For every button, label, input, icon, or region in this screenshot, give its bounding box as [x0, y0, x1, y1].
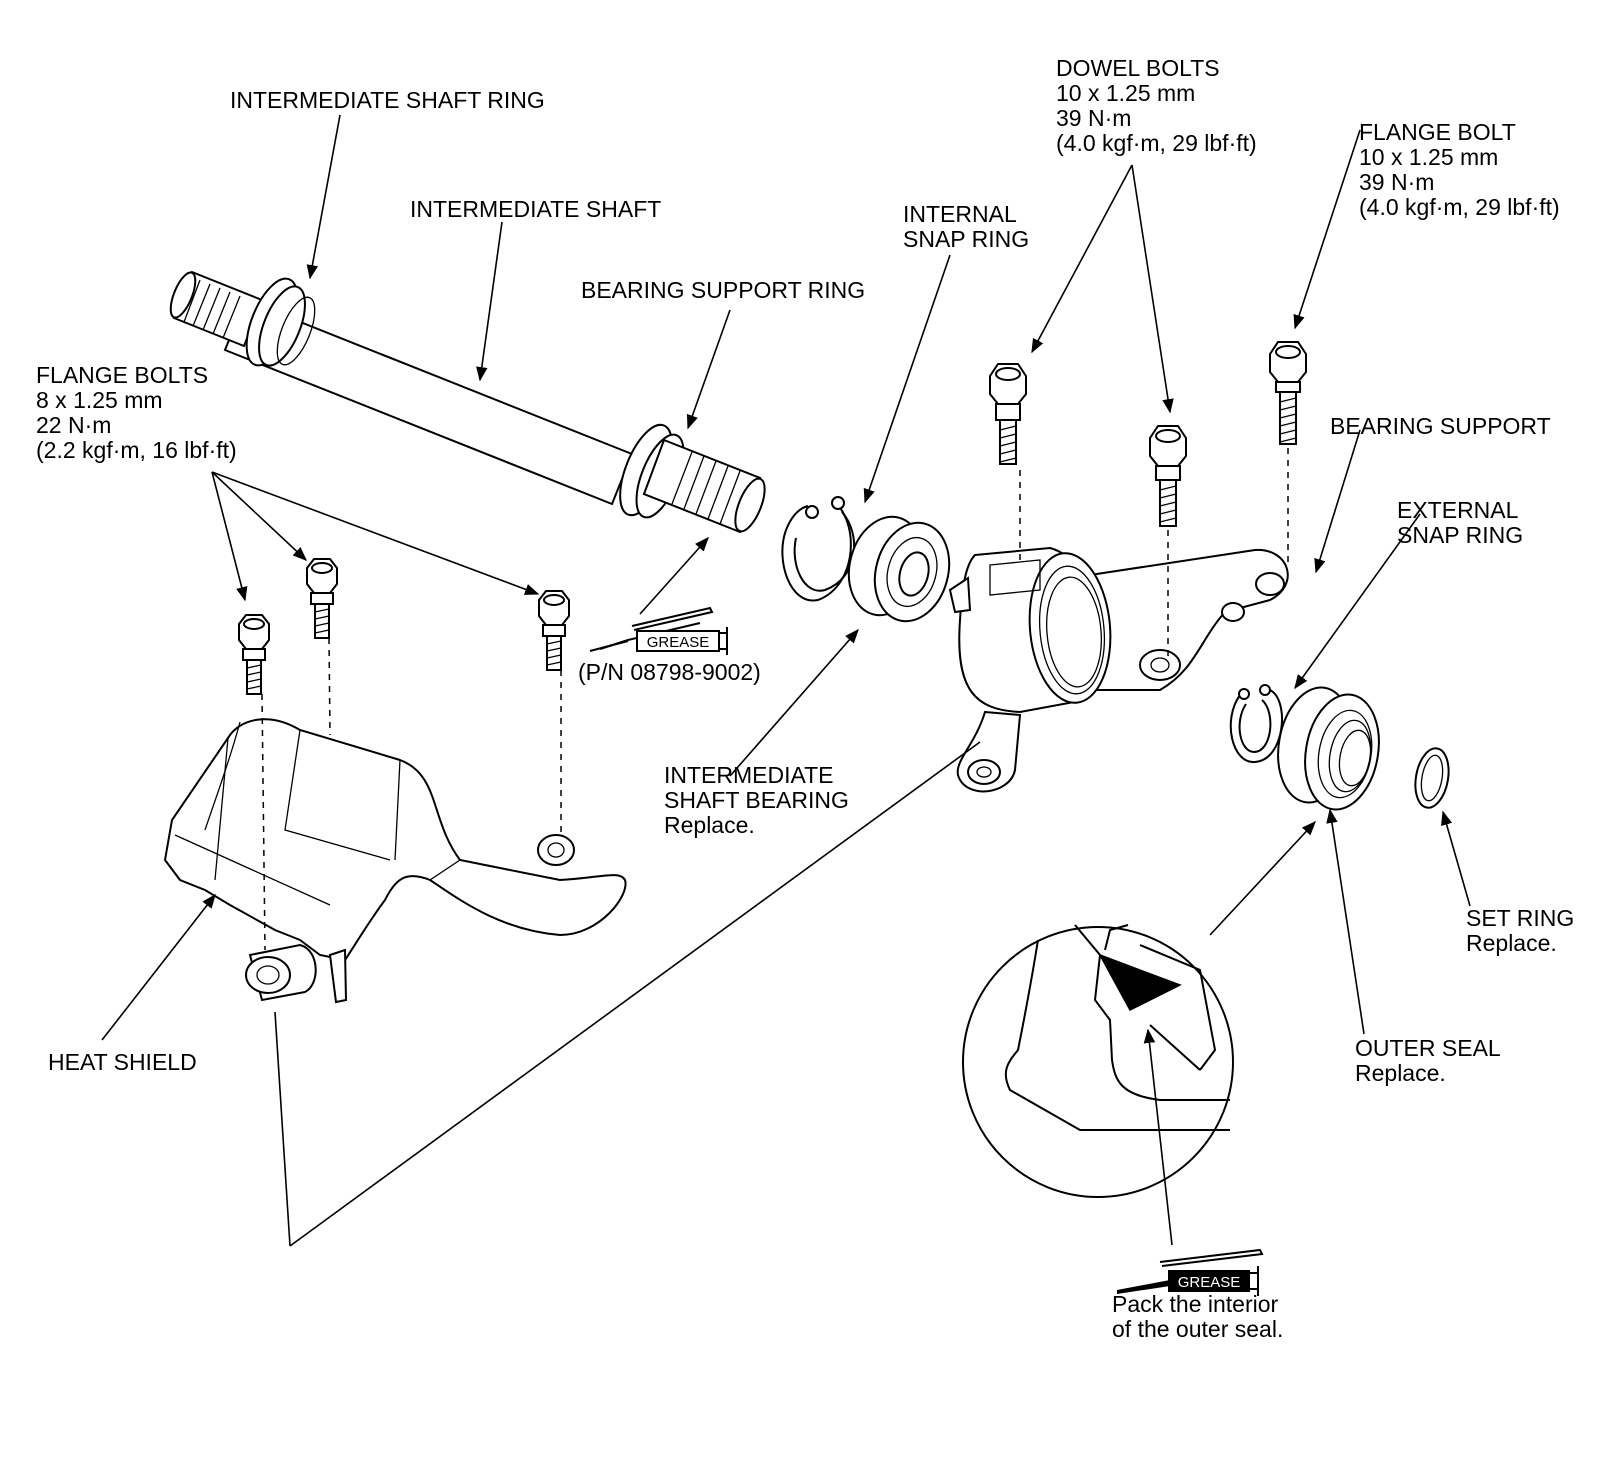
alignment-lines [261, 448, 1289, 951]
heat-shield [163, 718, 627, 1004]
external-snap-ring [1229, 684, 1283, 764]
label-set-ring: SET RING Replace. [1466, 905, 1575, 956]
label-internal-snap-ring: INTERNAL SNAP RING [903, 201, 1030, 252]
bearing-support [948, 546, 1289, 793]
label-part-number: (P/N 08798-9002) [578, 659, 761, 685]
bolt [306, 558, 338, 639]
bolt [1149, 425, 1187, 527]
label-bearing-support: BEARING SUPPORT [1330, 413, 1551, 439]
label-bearing-support-ring: BEARING SUPPORT RING [581, 277, 866, 303]
bolt [538, 590, 570, 671]
intermediate-shaft [169, 270, 766, 534]
label-dowel-bolts: DOWEL BOLTS 10 x 1.25 mm 39 N·m (4.0 kgf… [1056, 55, 1257, 156]
label-pack-note: Pack the interior of the outer seal. [1112, 1291, 1284, 1342]
label-flange-bolt: FLANGE BOLT 10 x 1.25 mm 39 N·m (4.0 kgf… [1359, 119, 1560, 220]
outer-seal [1277, 686, 1380, 811]
detail-circle [962, 924, 1234, 1198]
label-outer-seal: OUTER SEAL Replace. [1355, 1035, 1501, 1086]
intermediate-shaft-bearing [847, 515, 951, 623]
grease-tube-icon: GREASE [1117, 1248, 1264, 1296]
label-intermediate-shaft: INTERMEDIATE SHAFT [410, 196, 662, 222]
grease-tag-lower: GREASE [1178, 1274, 1241, 1291]
bolt [1269, 341, 1307, 445]
bolt [238, 614, 270, 695]
bolt [989, 363, 1027, 465]
label-intermediate-shaft-bearing: INTERMEDIATE SHAFT BEARING Replace. [664, 762, 849, 838]
label-heat-shield: HEAT SHIELD [48, 1049, 197, 1075]
label-external-snap-ring: EXTERNAL SNAP RING [1397, 497, 1524, 548]
leader-lines [101, 114, 1471, 1247]
grease-tag-upper: GREASE [647, 634, 710, 651]
set-ring [1414, 747, 1450, 809]
internal-snap-ring [781, 496, 856, 602]
label-flange-bolts: FLANGE BOLTS 8 x 1.25 mm 22 N·m (2.2 kgf… [36, 362, 237, 463]
label-intermediate-shaft-ring: INTERMEDIATE SHAFT RING [230, 87, 545, 113]
grease-tube-icon: GREASE [589, 606, 728, 655]
